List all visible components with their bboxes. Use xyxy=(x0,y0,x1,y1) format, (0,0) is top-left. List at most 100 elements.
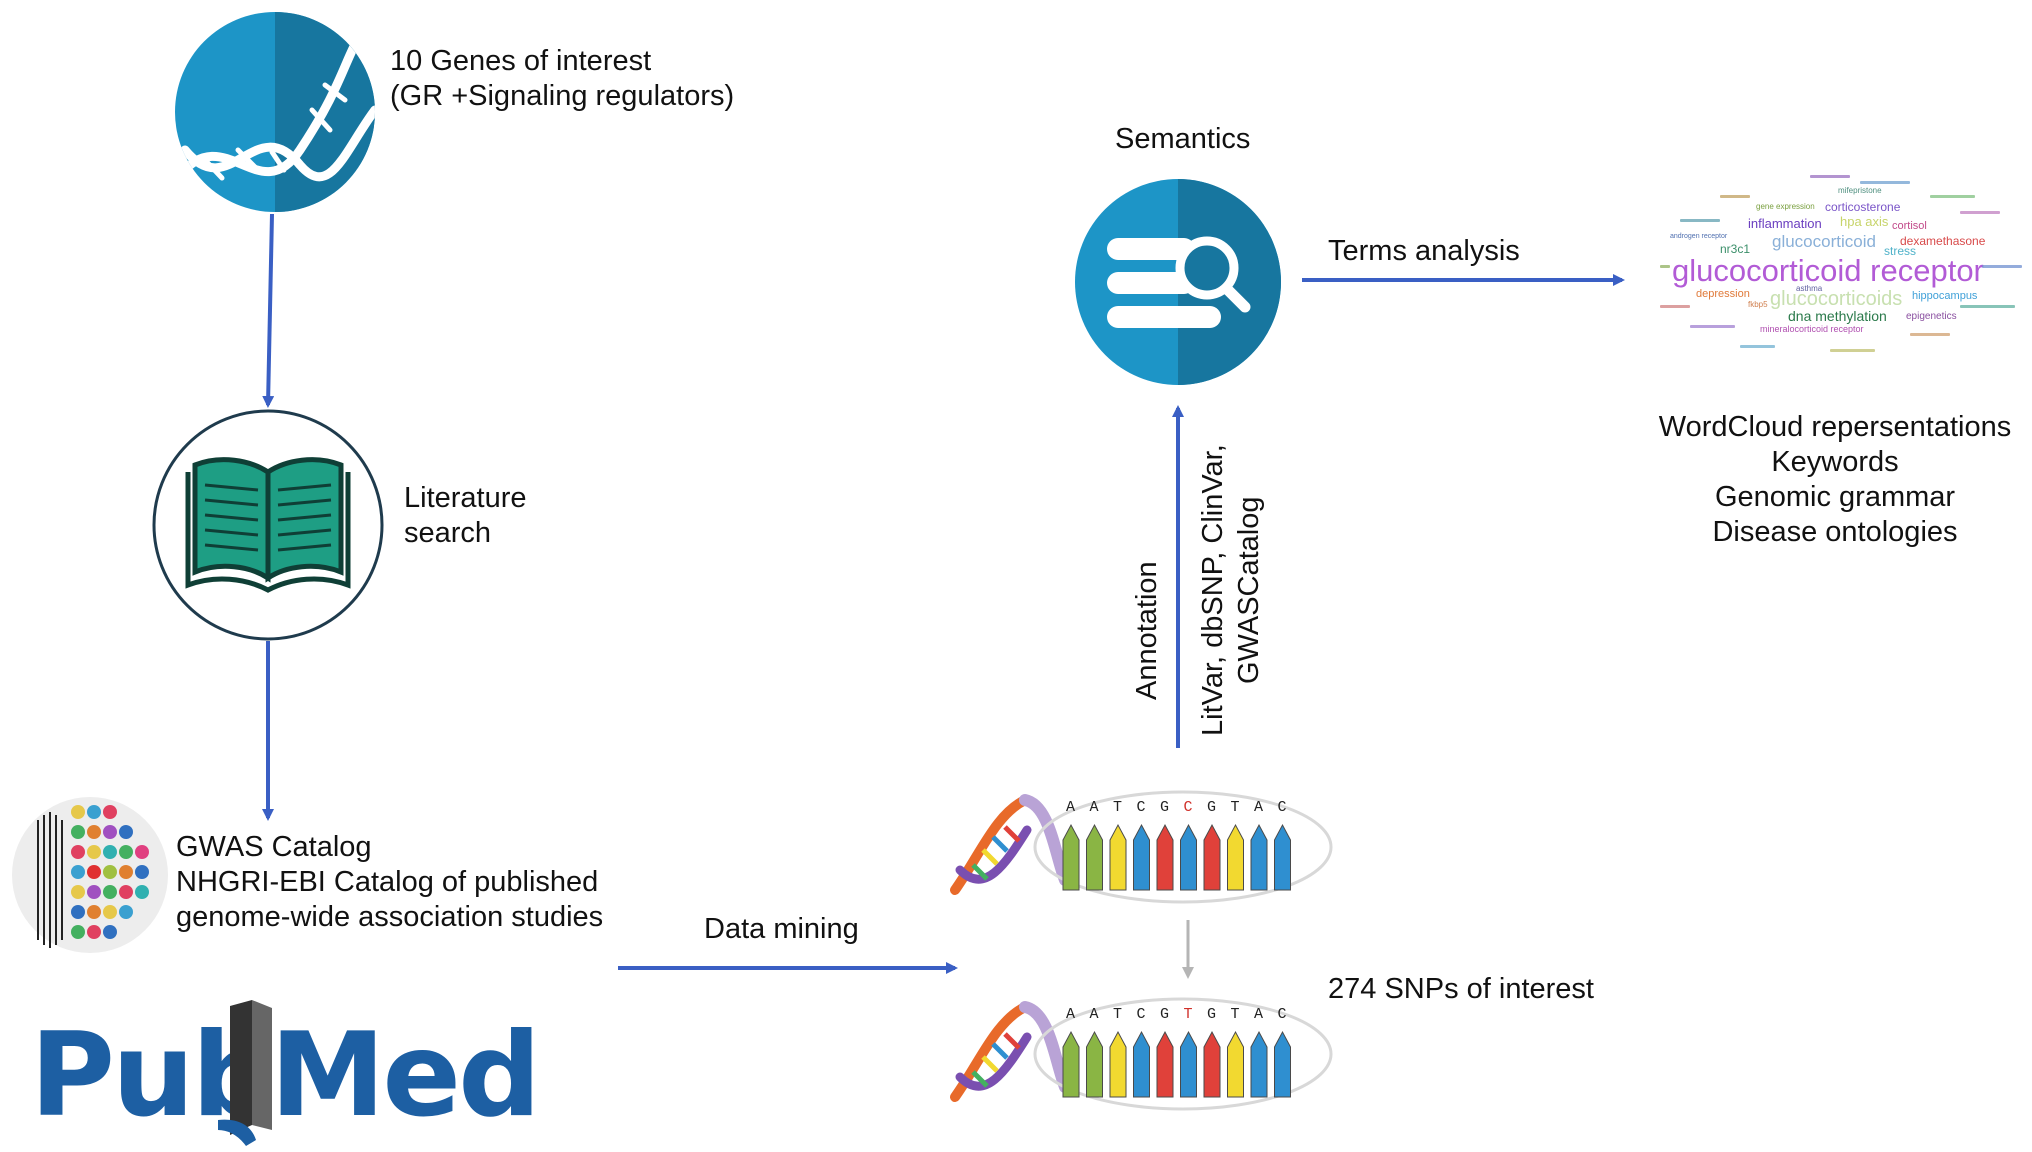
dna-helix-rung xyxy=(991,835,1009,853)
nucleotide-bar xyxy=(1227,1030,1244,1098)
nucleotide-bar xyxy=(1109,823,1127,891)
cloud-filler xyxy=(1720,195,1750,198)
database-search-icon xyxy=(1075,179,1281,385)
semantics-title: Semantics xyxy=(1115,123,1251,155)
cloud-word: nr3c1 xyxy=(1720,242,1751,256)
dna-helix-rung xyxy=(971,1070,989,1088)
cloud-word: fkbp5 xyxy=(1748,300,1768,309)
annotation-sources-1: LitVar, dbSNP, ClinVar, xyxy=(1197,444,1229,736)
nucleotide-bar xyxy=(1133,1030,1150,1098)
word-cloud: glucocorticoid receptor glucocorticoids … xyxy=(1660,165,2030,360)
cloud-word: mifepristone xyxy=(1838,186,1882,195)
cloud-word: cortisol xyxy=(1892,220,1927,232)
arrow-genes-to-literature xyxy=(262,213,275,408)
nucleotide-bar xyxy=(1203,1030,1221,1098)
cloud-filler xyxy=(1910,333,1950,336)
nucleotide-bar xyxy=(1250,823,1268,891)
nucleotide-bar xyxy=(1203,823,1221,891)
output-keywords: Keywords xyxy=(1771,446,1899,478)
terms-analysis-label: Terms analysis xyxy=(1328,235,1520,267)
cloud-filler xyxy=(1860,181,1910,184)
dna-helix-strand xyxy=(955,1032,1032,1091)
cloud-filler xyxy=(1810,175,1850,178)
nucleotide-letter: G xyxy=(1207,1006,1216,1023)
nucleotide-letter: A xyxy=(1066,1006,1075,1023)
cloud-word: depression xyxy=(1696,288,1750,300)
nucleotide-letter: A xyxy=(1254,1006,1263,1023)
dna-helix-strand xyxy=(950,795,1030,895)
dna-helix-rung xyxy=(981,1055,999,1073)
cloud-word: dexamethasone xyxy=(1900,234,1986,248)
dna-helix-rung xyxy=(1003,1032,1021,1050)
dna-icon xyxy=(175,12,375,212)
gwas-subtitle-1: NHGRI-EBI Catalog of published xyxy=(176,866,599,898)
pubmed-logo-med: Med xyxy=(270,1008,541,1143)
nucleotide-letter: C xyxy=(1137,1006,1146,1023)
dna-helix-strand xyxy=(1019,794,1071,886)
cloud-filler xyxy=(1830,349,1875,352)
gwas-subtitle-2: genome-wide association studies xyxy=(176,901,604,933)
cloud-filler xyxy=(1960,211,2000,214)
data-mining-label: Data mining xyxy=(704,913,859,945)
dna-helix-rung xyxy=(971,863,989,881)
nucleotide-letter: G xyxy=(1160,799,1169,816)
book-icon xyxy=(152,409,384,641)
nucleotide-bar xyxy=(1156,1030,1174,1098)
nucleotide-letter: C xyxy=(1278,799,1287,816)
nucleotide-bar xyxy=(1274,823,1291,891)
cloud-word: glucocorticoid xyxy=(1772,232,1876,251)
sequence-zoom-outline xyxy=(1033,997,1333,1111)
annotation-sources-2: GWASCatalog xyxy=(1233,496,1265,685)
gwas-title: GWAS Catalog xyxy=(176,831,372,863)
output-disease-ontologies: Disease ontologies xyxy=(1712,516,1958,548)
cloud-filler xyxy=(1690,325,1735,328)
nucleotide-bar xyxy=(1250,1030,1268,1098)
dna-helix-strand xyxy=(955,825,1032,884)
dna-helix-rung xyxy=(981,848,999,866)
cloud-word: corticosterone xyxy=(1825,200,1901,214)
dna-helix-rung xyxy=(991,1042,1009,1060)
nucleotide-bar xyxy=(1227,823,1244,891)
cloud-word: glucocorticoids xyxy=(1770,288,1903,310)
nucleotide-letter: C xyxy=(1184,799,1193,816)
nucleotide-bar xyxy=(1180,1030,1197,1098)
nucleotide-letter: A xyxy=(1090,1006,1099,1023)
nucleotide-letter: C xyxy=(1278,1006,1287,1023)
pubmed-book-icon xyxy=(218,1000,272,1146)
cloud-filler xyxy=(1660,265,1670,268)
nucleotide-letter: T xyxy=(1231,1006,1240,1023)
cloud-word: glucocorticoid receptor xyxy=(1672,253,1984,288)
cloud-word: epigenetics xyxy=(1906,311,1957,322)
nucleotide-bar xyxy=(1062,1030,1080,1098)
nucleotide-letter: A xyxy=(1090,799,1099,816)
nucleotide-bar xyxy=(1086,1030,1103,1098)
cloud-word: asthma xyxy=(1796,284,1823,293)
nucleotide-letter: T xyxy=(1231,799,1240,816)
cloud-word: hippocampus xyxy=(1912,290,1978,302)
sequence-zoom-outline xyxy=(1033,790,1333,904)
dna-helix-rung xyxy=(1003,825,1021,843)
literature-label-1: Literature xyxy=(404,482,527,514)
cloud-word: gene expression xyxy=(1756,202,1815,211)
genes-title: 10 Genes of interest xyxy=(390,45,652,77)
cloud-word: androgen receptor xyxy=(1670,233,1728,240)
nucleotide-bar xyxy=(1133,823,1150,891)
dna-helix-strand xyxy=(1019,1001,1071,1093)
nucleotide-bar xyxy=(1180,823,1197,891)
annotation-label: Annotation xyxy=(1131,561,1163,700)
dna-helix-strand xyxy=(950,1002,1030,1102)
nucleotide-letter: C xyxy=(1137,799,1146,816)
cloud-word: dna methylation xyxy=(1788,308,1887,324)
nucleotide-letter: G xyxy=(1207,799,1216,816)
cloud-word: mineralocorticoid receptor xyxy=(1760,324,1864,334)
nucleotide-bar xyxy=(1156,823,1174,891)
nucleotide-bar xyxy=(1274,1030,1291,1098)
gwas-catalog-icon xyxy=(12,797,168,953)
cloud-word: stress xyxy=(1884,244,1917,258)
nucleotide-letter: G xyxy=(1160,1006,1169,1023)
cloud-filler xyxy=(1930,195,1975,198)
nucleotide-letter: A xyxy=(1254,799,1263,816)
cloud-word: inflammation xyxy=(1748,216,1822,231)
